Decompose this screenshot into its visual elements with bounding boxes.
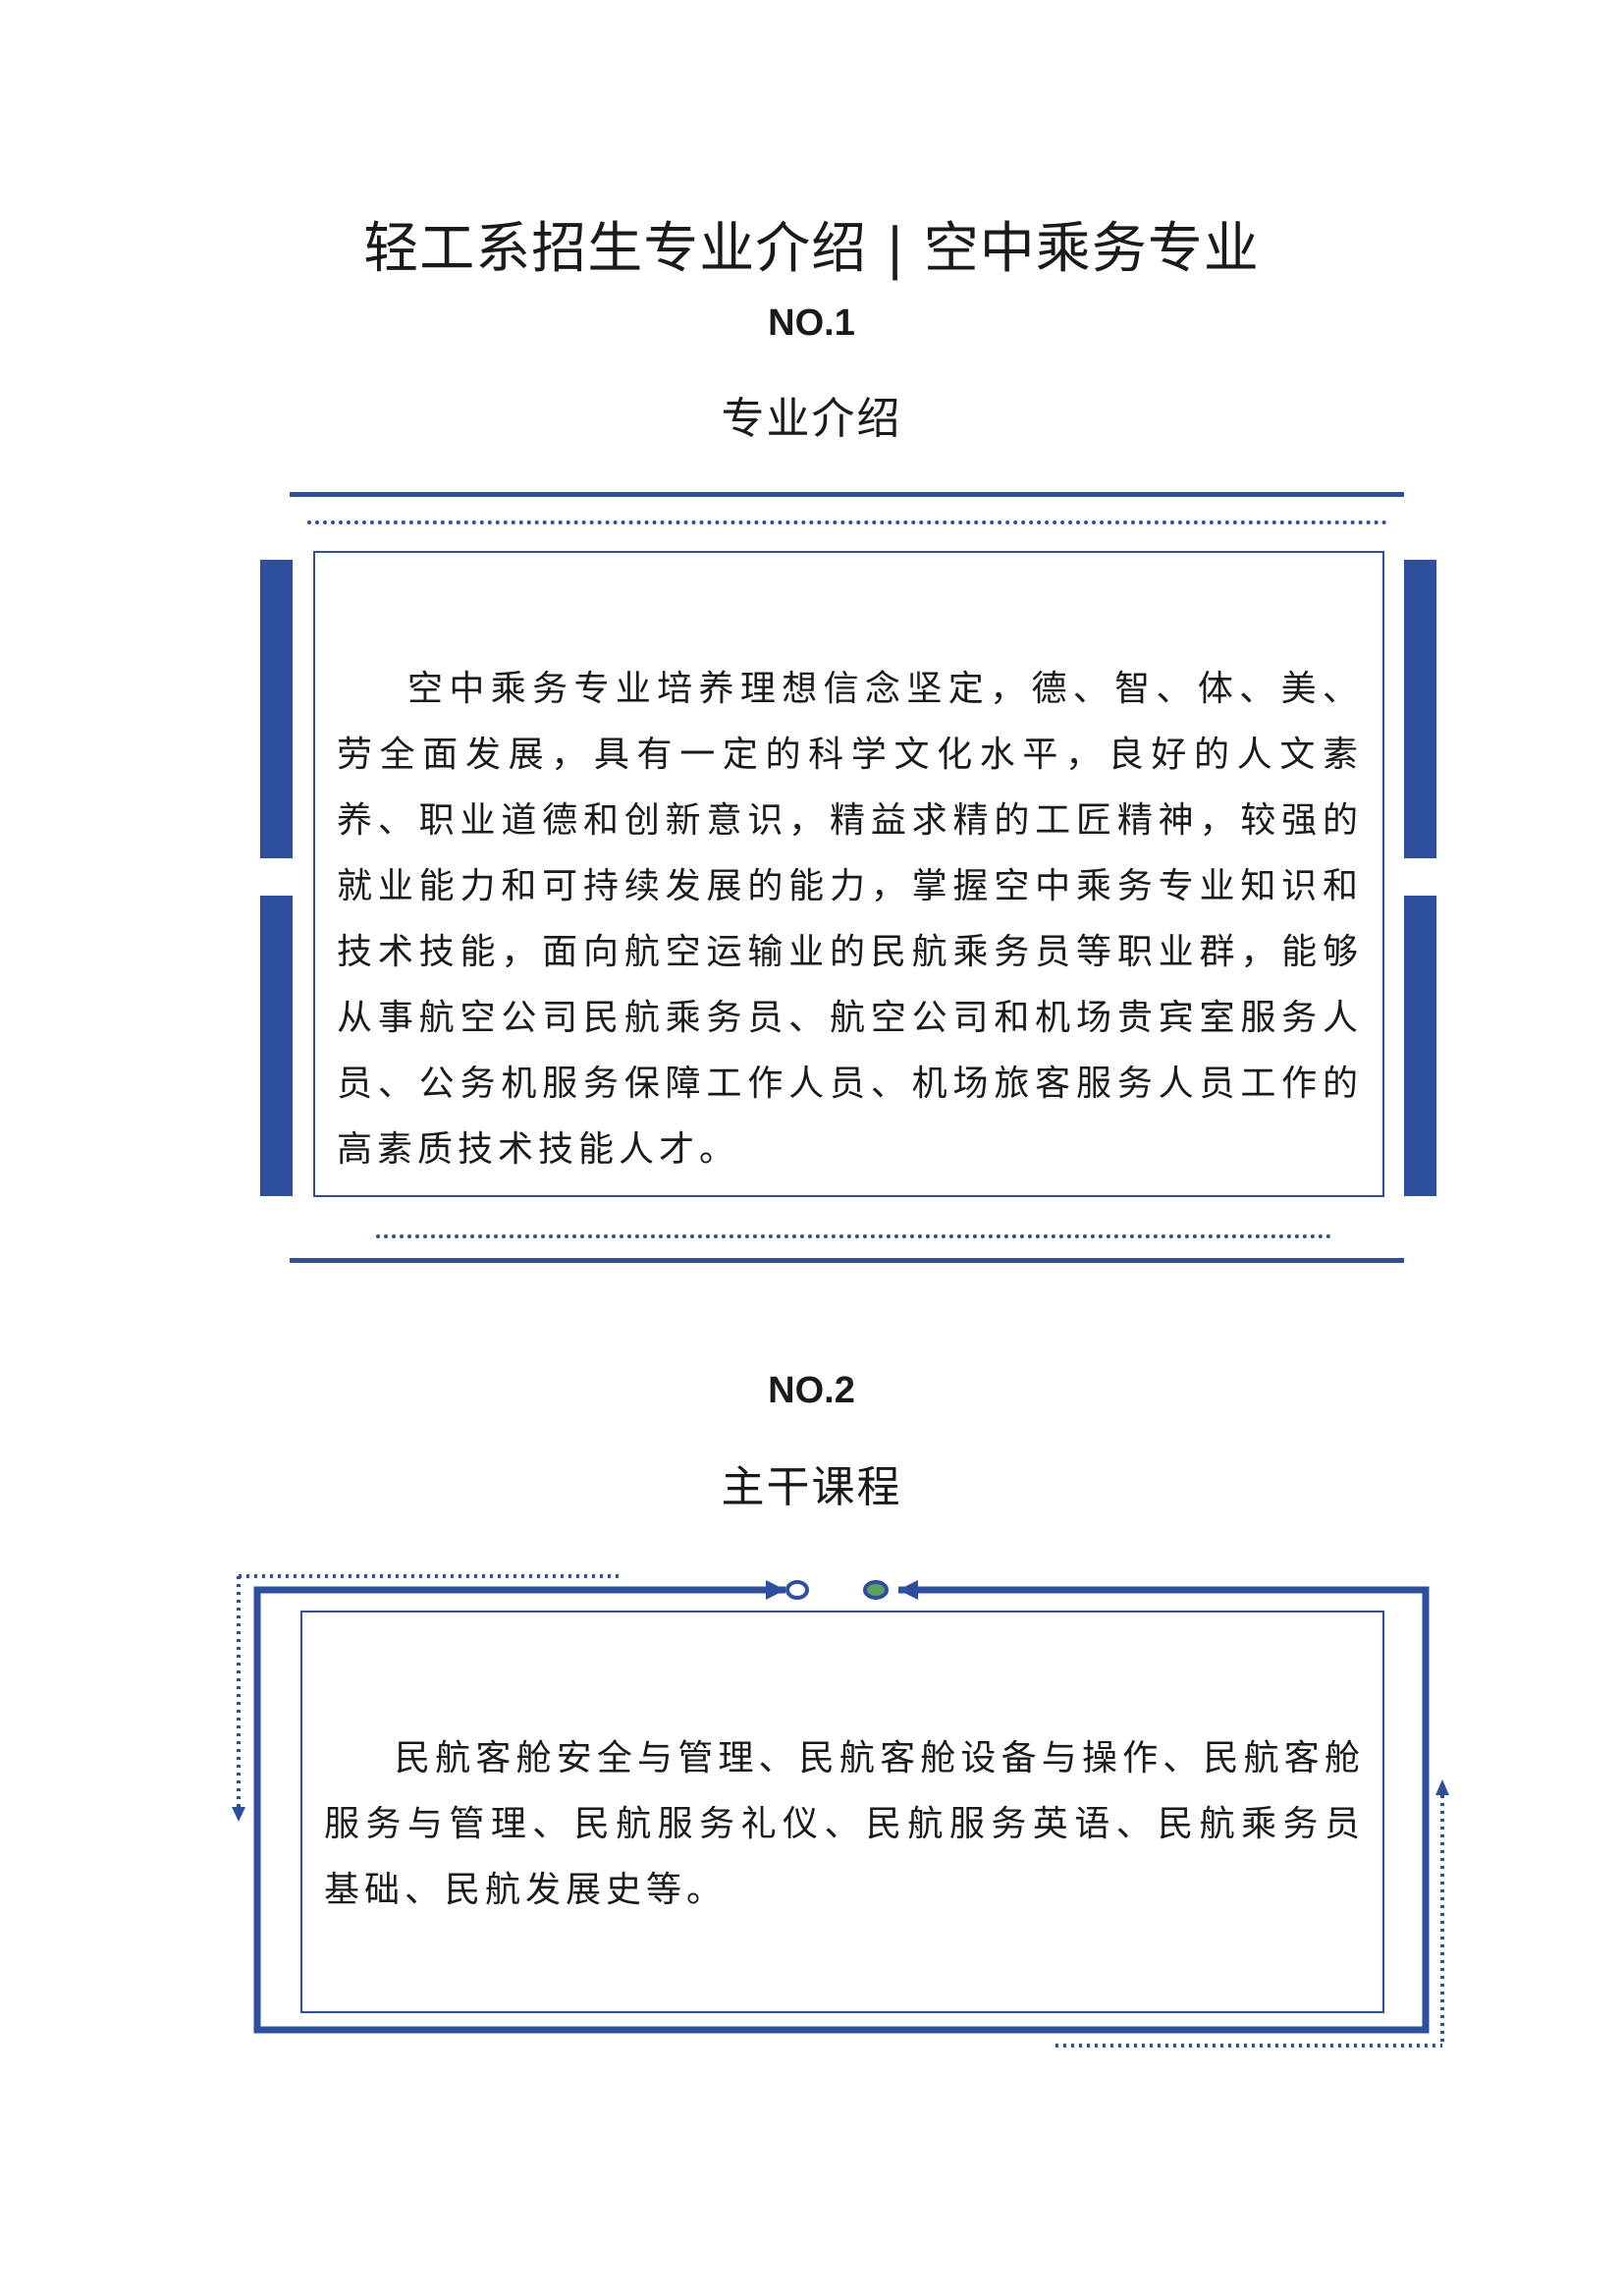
bottom-rule — [290, 1258, 1404, 1263]
arrow-down-icon — [232, 1807, 245, 1822]
arrow-left-icon — [898, 1580, 918, 1600]
right-bar-upper — [1404, 560, 1436, 858]
right-bar-lower — [1404, 896, 1436, 1196]
section-number: NO.1 — [768, 302, 855, 344]
connector-right-icon — [863, 1580, 889, 1600]
page-title: 轻工系招生专业介绍 | 空中乘务专业 — [363, 217, 1260, 281]
arrow-right-icon — [766, 1580, 785, 1600]
section-body: 空中乘务专业培养理想信念坚定，德、智、体、美、劳全面发展，具有一定的科学文化水平… — [337, 669, 1363, 1170]
section-number: NO.2 — [768, 1370, 855, 1411]
section-heading: 主干课程 — [721, 1462, 902, 1512]
bottom-dotted-rule — [376, 1234, 1331, 1238]
arrow-up-icon — [1435, 1779, 1449, 1795]
section-body: 民航客舱安全与管理、民航客舱设备与操作、民航客舱服务与管理、民航服务礼仪、民航服… — [324, 1738, 1365, 1910]
connector-left-icon — [785, 1580, 809, 1600]
top-dotted-rule — [307, 520, 1387, 524]
content-box: 空中乘务专业培养理想信念坚定，德、智、体、美、劳全面发展，具有一定的科学文化水平… — [313, 551, 1384, 1197]
left-bar-upper — [260, 560, 293, 858]
left-bar-lower — [260, 896, 293, 1196]
content-box: 民航客舱安全与管理、民航客舱设备与操作、民航客舱服务与管理、民航服务礼仪、民航服… — [300, 1611, 1384, 2013]
outer-frame — [253, 1586, 1430, 2034]
section-heading: 专业介绍 — [721, 394, 902, 444]
top-rule — [290, 492, 1404, 497]
